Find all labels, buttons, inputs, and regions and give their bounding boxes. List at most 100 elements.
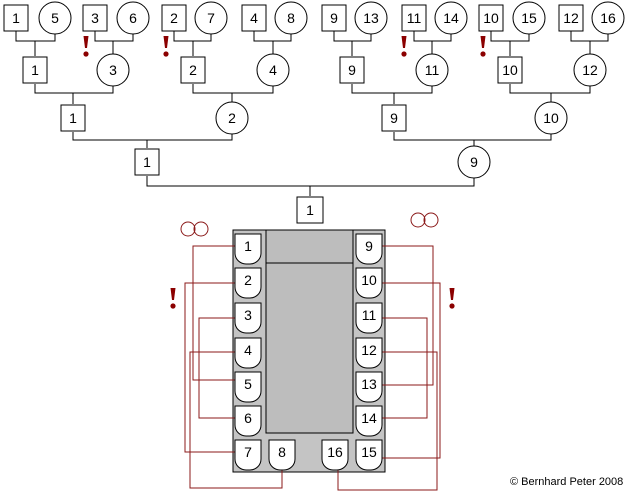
seed-circle-label: 6 bbox=[129, 10, 137, 26]
seed-circle: 14 bbox=[434, 1, 468, 35]
round1-winner-circle: 4 bbox=[256, 53, 290, 87]
seed-box-label: 9 bbox=[330, 10, 338, 26]
seed-circle: 5 bbox=[38, 1, 72, 35]
wire bbox=[192, 245, 252, 381]
seed-circle-label: 15 bbox=[521, 10, 537, 26]
peg-right-label: 10 bbox=[361, 272, 377, 288]
wire bbox=[368, 317, 428, 419]
seed-box: 12 bbox=[558, 4, 584, 32]
round2-winner-circle-label: 2 bbox=[228, 110, 236, 126]
round2-winner-circle-label: 10 bbox=[543, 110, 559, 126]
exclamation-marks bbox=[83, 36, 486, 309]
round1-winner-circle: 12 bbox=[573, 53, 607, 87]
seed-box-label: 4 bbox=[250, 10, 258, 26]
seed-box-label: 1 bbox=[12, 10, 20, 26]
round1-winner-circle-label: 11 bbox=[425, 62, 440, 78]
round3-winner-circle: 9 bbox=[457, 145, 491, 179]
peg-bottom: 16 bbox=[321, 439, 349, 471]
round1-winner-box-label: 10 bbox=[502, 62, 518, 78]
peg-right: 10 bbox=[355, 267, 383, 299]
round1-winner-box: 10 bbox=[497, 56, 523, 84]
champion-box: 1 bbox=[296, 196, 324, 224]
peg-left-label: 5 bbox=[244, 376, 252, 392]
peg-right-label: 15 bbox=[361, 444, 377, 460]
seed-circle: 16 bbox=[591, 1, 625, 35]
seed-box: 2 bbox=[161, 4, 187, 32]
peg-right-label: 11 bbox=[362, 307, 377, 323]
seed-box: 11 bbox=[401, 4, 427, 32]
round2-winner-box-label: 1 bbox=[69, 110, 77, 126]
exclamation-mark-icon bbox=[449, 288, 455, 309]
peg-right-label: 12 bbox=[361, 342, 377, 358]
wire bbox=[184, 282, 252, 453]
seed-box-label: 11 bbox=[407, 10, 422, 26]
round1-winner-circle: 3 bbox=[96, 53, 130, 87]
peg-left-label: 4 bbox=[244, 342, 252, 358]
champion-box-label: 1 bbox=[306, 202, 314, 218]
peg-left: 5 bbox=[234, 371, 262, 403]
seed-box-label: 2 bbox=[170, 10, 178, 26]
peg-right: 9 bbox=[355, 233, 383, 265]
peg-right: 12 bbox=[355, 337, 383, 369]
seed-circle-label: 7 bbox=[207, 10, 215, 26]
seed-box: 10 bbox=[478, 4, 504, 32]
seed-box-label: 3 bbox=[91, 10, 99, 26]
exclamation-mark-icon bbox=[480, 36, 486, 57]
peg-left-label: 1 bbox=[244, 238, 252, 254]
wire bbox=[368, 282, 441, 459]
round3-winner-box: 1 bbox=[134, 148, 160, 176]
peg-left: 7 bbox=[234, 439, 262, 471]
seed-circle: 7 bbox=[194, 1, 228, 35]
board-center-panel bbox=[265, 229, 354, 434]
peg-left: 1 bbox=[234, 233, 262, 265]
seed-circle-label: 8 bbox=[287, 10, 295, 26]
seed-circle-label: 16 bbox=[600, 10, 616, 26]
peg-bottom-label: 16 bbox=[327, 444, 343, 460]
round1-winner-box: 2 bbox=[180, 56, 206, 84]
rings-icon-left bbox=[180, 221, 209, 237]
peg-bottom-label: 8 bbox=[278, 444, 286, 460]
peg-right: 14 bbox=[355, 405, 383, 437]
exclamation-mark-icon bbox=[83, 36, 89, 57]
peg-left-label: 3 bbox=[244, 307, 252, 323]
seed-box-label: 12 bbox=[563, 10, 579, 26]
rings-icon-right bbox=[410, 212, 439, 228]
wire bbox=[189, 351, 283, 489]
seed-circle-label: 5 bbox=[51, 10, 59, 26]
round2-winner-box: 9 bbox=[381, 104, 407, 132]
wire bbox=[368, 245, 434, 386]
round1-winner-circle-label: 3 bbox=[109, 62, 117, 78]
copyright-text: © Bernhard Peter 2008 bbox=[510, 476, 623, 488]
peg-left: 3 bbox=[234, 302, 262, 334]
round1-winner-box-label: 2 bbox=[189, 62, 197, 78]
peg-right: 13 bbox=[355, 371, 383, 403]
peg-right: 15 bbox=[355, 439, 383, 471]
peg-left: 2 bbox=[234, 267, 262, 299]
seed-box: 3 bbox=[82, 4, 108, 32]
peg-left-label: 6 bbox=[244, 410, 252, 426]
round2-winner-box-label: 9 bbox=[390, 110, 398, 126]
round1-winner-box-label: 9 bbox=[348, 62, 356, 78]
peg-left: 4 bbox=[234, 337, 262, 369]
wire bbox=[337, 351, 438, 491]
peg-left-label: 7 bbox=[244, 444, 252, 460]
exclamation-mark-icon bbox=[163, 36, 169, 57]
round1-winner-box: 1 bbox=[22, 56, 48, 84]
wiring-lines bbox=[184, 245, 441, 491]
round3-winner-box-label: 1 bbox=[143, 154, 151, 170]
seed-box: 4 bbox=[241, 4, 267, 32]
seed-box: 9 bbox=[321, 4, 347, 32]
peg-right: 11 bbox=[355, 302, 383, 334]
round1-winner-box-label: 1 bbox=[31, 62, 39, 78]
round2-winner-circle: 10 bbox=[534, 101, 568, 135]
exclamation-mark-icon bbox=[170, 288, 176, 309]
seed-circle: 6 bbox=[116, 1, 150, 35]
round1-winner-circle-label: 4 bbox=[269, 62, 277, 78]
round1-winner-circle-label: 12 bbox=[582, 62, 598, 78]
round1-winner-box: 9 bbox=[339, 56, 365, 84]
seed-circle: 13 bbox=[354, 1, 388, 35]
seed-box: 1 bbox=[3, 4, 29, 32]
